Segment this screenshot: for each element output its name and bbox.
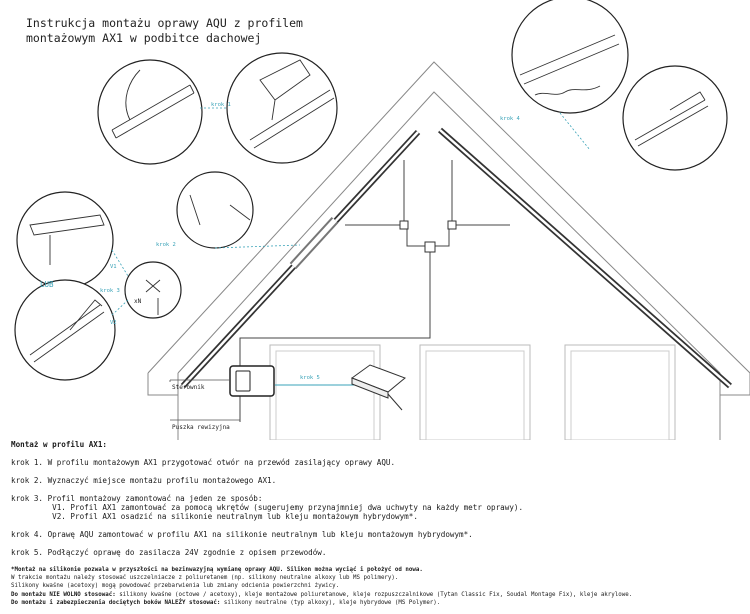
- label-sterownik: Sterownik: [172, 384, 205, 391]
- detail-circles: [14, 0, 728, 381]
- note-4: Do montażu NIE WOLNO stosować: silikony …: [11, 591, 633, 598]
- profile-left-mount-inner: [291, 218, 337, 268]
- sketch-cable-1: [125, 69, 141, 121]
- detail-krok4: [511, 0, 629, 114]
- mounting-diagram: krok 1 krok 2 krok 3 V1 V2 krok 4 krok 5…: [14, 0, 750, 440]
- detail-v1: [16, 191, 114, 289]
- leader-v1: [111, 249, 129, 277]
- sketch-screw: [189, 194, 251, 226]
- instructions: Montaż w profilu AX1: krok 1. W profilu …: [11, 439, 746, 607]
- sketch-cross: [145, 279, 161, 293]
- wire-down-main: [239, 250, 431, 368]
- note-2: W trakcie montażu należy stosować uszcze…: [11, 575, 399, 582]
- junction-boxes: [399, 220, 457, 253]
- roof-inner: [177, 91, 721, 374]
- controller-inner: [235, 370, 251, 392]
- window-right: [419, 344, 531, 440]
- psu-cable: [387, 393, 403, 411]
- label-v2: V2: [110, 320, 117, 326]
- profile-right-inner: [439, 129, 731, 387]
- wiring: [239, 160, 510, 422]
- leader-v2: [111, 299, 129, 316]
- dark-labels: xN Sterownik Puszka rewizyjna: [134, 298, 230, 431]
- label-lub: LUB: [40, 280, 54, 289]
- eaves: [147, 373, 179, 396]
- teal-labels: krok 1 krok 2 krok 3 V1 V2 krok 4 krok 5…: [40, 102, 521, 381]
- label-puszka: Puszka rewizyjna: [172, 424, 230, 431]
- page-title: Instrukcja montażu oprawy AQU z profilem…: [26, 16, 303, 45]
- step-4: krok 4. Oprawę AQU zamontować w profilu …: [11, 530, 473, 539]
- sketch-k4b-gun: [669, 91, 706, 111]
- sketch-profile-2: [249, 89, 335, 149]
- window-right-inner: [425, 350, 525, 440]
- note-1: *Montaż na silikonie pozwala w przyszłoś…: [11, 567, 423, 573]
- step-3-v1: V1. Profil AX1 zamontować za pomocą wkrę…: [11, 503, 524, 512]
- eaves-right: [719, 373, 750, 396]
- junction-box-right: [447, 220, 457, 230]
- step-3-v2: V2. Profil AX1 osadzić na silikonie neut…: [11, 512, 418, 521]
- wire-mid: [406, 228, 426, 247]
- led-profiles: [180, 127, 732, 389]
- detail-krok1b: [226, 52, 338, 164]
- roof-outer: [147, 61, 750, 374]
- sketch-v2-gun: [69, 299, 103, 331]
- note-5: Do montażu i zabezpieczenia dociętych bo…: [11, 599, 441, 606]
- window-left: [269, 344, 381, 440]
- detail-krok2: [176, 171, 254, 249]
- junction-box-center: [424, 241, 436, 253]
- wire-mid-r: [433, 228, 450, 247]
- step-5: krok 5. Podłączyć oprawę do zasilacza 24…: [11, 548, 327, 557]
- sketch-k4b-strip: [634, 99, 709, 147]
- window-far-right: [564, 344, 676, 440]
- window-left-inner: [275, 350, 375, 440]
- psu-top: [351, 377, 389, 399]
- sketch-profile-1: [111, 84, 195, 139]
- label-krok1: krok 1: [211, 102, 231, 108]
- label-krok3: krok 3: [100, 288, 120, 294]
- detail-sketches: [29, 34, 709, 363]
- step-2: krok 2. Wyznaczyć miejsce montażu profil…: [11, 476, 277, 485]
- step-3: krok 3. Profil montażowy zamontować na j…: [11, 494, 263, 503]
- note-3: Silikony kwaśne (acetoxy) mogą powodować…: [11, 583, 340, 590]
- label-krok4: krok 4: [500, 116, 521, 122]
- section-heading: Montaż w profilu AX1:: [11, 440, 108, 449]
- detail-krok3: [124, 261, 182, 319]
- controller: [169, 365, 275, 421]
- house-outline: [147, 61, 750, 440]
- label-krok5: krok 5: [300, 375, 320, 381]
- label-xn: xN: [134, 298, 142, 305]
- junction-box-left: [399, 220, 409, 230]
- window-far-right-inner: [570, 350, 670, 440]
- sketch-v2-profile: [29, 304, 105, 363]
- callout-leaders: [111, 107, 591, 386]
- sketch-k4-profile: [519, 34, 620, 85]
- sketch-v1-profile: [29, 214, 105, 236]
- label-v1: V1: [110, 264, 117, 270]
- power-supply: [350, 364, 406, 411]
- sketch-k4-wave: [534, 85, 601, 96]
- sketch-drill: [259, 59, 311, 121]
- label-krok2: krok 2: [156, 242, 176, 248]
- detail-krok4b: [622, 65, 728, 171]
- step-1: krok 1. W profilu montażowym AX1 przygot…: [11, 458, 396, 467]
- leader-krok4: [559, 112, 591, 151]
- detail-krok1: [97, 59, 203, 165]
